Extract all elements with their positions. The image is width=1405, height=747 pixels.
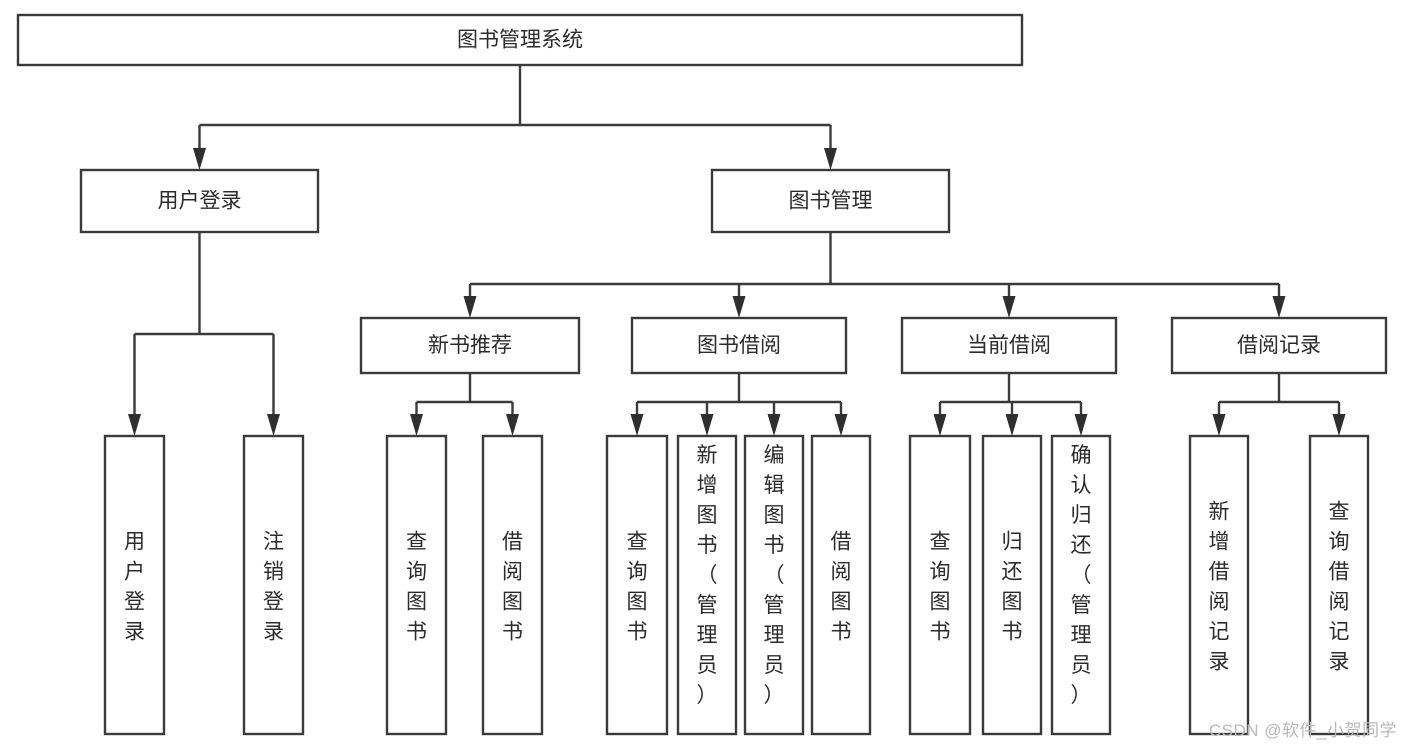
- node-label: 借阅图书: [502, 530, 523, 643]
- node-layer: 图书管理系统用户登录图书管理新书推荐图书借阅当前借阅借阅记录用户登录注销登录查询…: [16, 13, 1388, 736]
- node-label: 用户登录: [158, 190, 242, 213]
- node-label: 借阅记录: [1237, 334, 1321, 357]
- node-label: 查询图书: [406, 530, 427, 643]
- connector-group-user-login: [128, 232, 280, 436]
- connector-group-book-manage: [463, 232, 1286, 318]
- node-leaf-add-book[interactable]: 新增图书（管理员）: [676, 434, 738, 736]
- node-book-borrow[interactable]: 图书借阅: [630, 316, 848, 375]
- node-new-book-recommend[interactable]: 新书推荐: [359, 316, 581, 375]
- node-label: 归还图书: [1002, 530, 1023, 643]
- node-leaf-query-book-1[interactable]: 查询图书: [385, 434, 448, 736]
- node-label: 查询借阅记录: [1329, 500, 1350, 673]
- node-label: 图书管理: [789, 190, 873, 213]
- node-label: 图书借阅: [697, 334, 781, 357]
- node-label: 借阅图书: [831, 530, 852, 643]
- node-leaf-query-book-2[interactable]: 查询图书: [605, 434, 669, 736]
- node-label: 注销登录: [263, 530, 284, 643]
- node-user-login[interactable]: 用户登录: [79, 168, 320, 234]
- connector-group-book-borrow: [630, 373, 848, 436]
- connector-group-new-book-recommend: [410, 373, 519, 436]
- node-leaf-user-login[interactable]: 用户登录: [103, 434, 166, 736]
- node-label: 用户登录: [124, 530, 145, 643]
- node-label: 新增借阅记录: [1209, 500, 1230, 673]
- node-label: 新书推荐: [428, 334, 512, 357]
- node-leaf-borrow-book-2[interactable]: 借阅图书: [810, 434, 872, 736]
- connector-layer: [128, 65, 1346, 436]
- connector-group-root: [193, 65, 837, 170]
- node-leaf-return-book[interactable]: 归还图书: [981, 434, 1043, 736]
- node-root[interactable]: 图书管理系统: [16, 13, 1024, 67]
- node-leaf-logout[interactable]: 注销登录: [242, 434, 305, 736]
- node-label: 编辑图书（管理员）: [764, 444, 785, 707]
- node-leaf-borrow-book-1[interactable]: 借阅图书: [481, 434, 544, 736]
- connector-group-borrow-record: [1212, 373, 1346, 436]
- node-label: 新增图书（管理员）: [697, 444, 718, 707]
- node-book-manage[interactable]: 图书管理: [710, 168, 951, 234]
- connector-group-current-borrow: [933, 373, 1088, 436]
- node-current-borrow[interactable]: 当前借阅: [900, 316, 1118, 375]
- node-label: 当前借阅: [967, 334, 1051, 357]
- node-leaf-confirm-return[interactable]: 确认归还（管理员）: [1050, 434, 1112, 736]
- node-label: 确认归还（管理员）: [1071, 444, 1092, 707]
- node-label: 查询图书: [627, 530, 648, 643]
- node-borrow-record[interactable]: 借阅记录: [1170, 316, 1388, 375]
- node-leaf-add-record[interactable]: 新增借阅记录: [1188, 434, 1250, 736]
- node-label: 图书管理系统: [457, 29, 583, 52]
- node-label: 查询图书: [930, 530, 951, 643]
- node-leaf-query-book-3[interactable]: 查询图书: [908, 434, 972, 736]
- node-leaf-edit-book[interactable]: 编辑图书（管理员）: [743, 434, 805, 736]
- node-leaf-query-record[interactable]: 查询借阅记录: [1308, 434, 1370, 736]
